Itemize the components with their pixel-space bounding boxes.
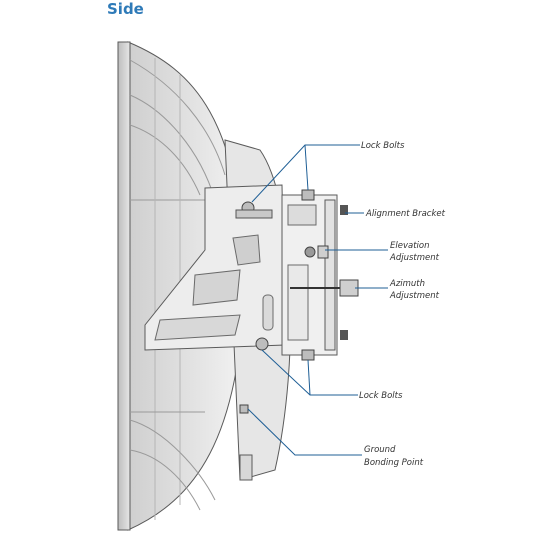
callout-lock-bolts-bottom: Lock Bolts bbox=[359, 391, 403, 401]
alignment-bracket bbox=[281, 189, 359, 361]
callout-elevation-line2: Adjustment bbox=[389, 253, 440, 263]
elevation-adjuster bbox=[304, 246, 316, 258]
callout-ground-line1: Ground bbox=[364, 445, 396, 455]
callout-azimuth-line1: Azimuth bbox=[389, 279, 425, 289]
callout-ground-line2: Bonding Point bbox=[364, 458, 424, 468]
callout-elevation-line1: Elevation bbox=[390, 241, 429, 251]
callout-alignment-bracket: Alignment Bracket bbox=[365, 209, 446, 219]
mount-plate bbox=[144, 184, 286, 351]
ground-bonding-lug bbox=[239, 404, 249, 414]
page-title: Side bbox=[107, 0, 144, 18]
callout-azimuth-line2: Adjustment bbox=[389, 291, 440, 301]
lock-bolt-bottom bbox=[255, 337, 269, 351]
callout-lock-bolts-top: Lock Bolts bbox=[361, 141, 405, 151]
callout-leaders bbox=[247, 144, 388, 456]
radome-rim bbox=[117, 41, 131, 531]
